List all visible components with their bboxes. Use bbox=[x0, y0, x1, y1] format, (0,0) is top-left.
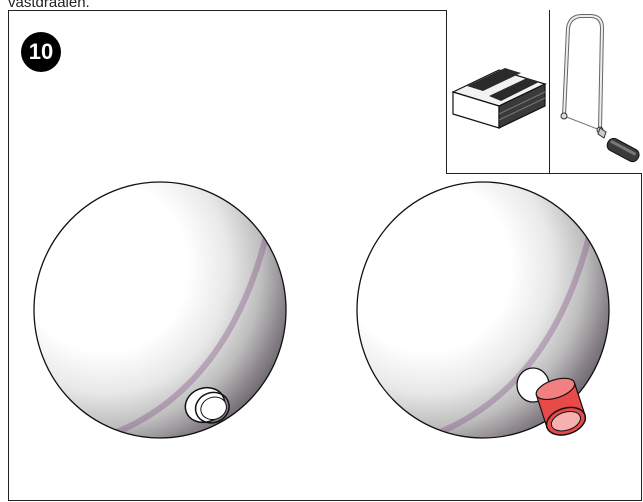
sphere-with-open-hole-icon bbox=[30, 180, 290, 442]
tool-cell-coping-saw bbox=[550, 10, 643, 173]
sphere-with-red-tube-icon bbox=[355, 180, 615, 442]
coping-saw-icon bbox=[550, 10, 643, 173]
step-number-badge: 10 bbox=[21, 32, 61, 72]
tool-cell-sanding-block bbox=[447, 10, 550, 173]
tools-panel bbox=[446, 10, 642, 174]
sanding-block-icon bbox=[447, 10, 550, 173]
